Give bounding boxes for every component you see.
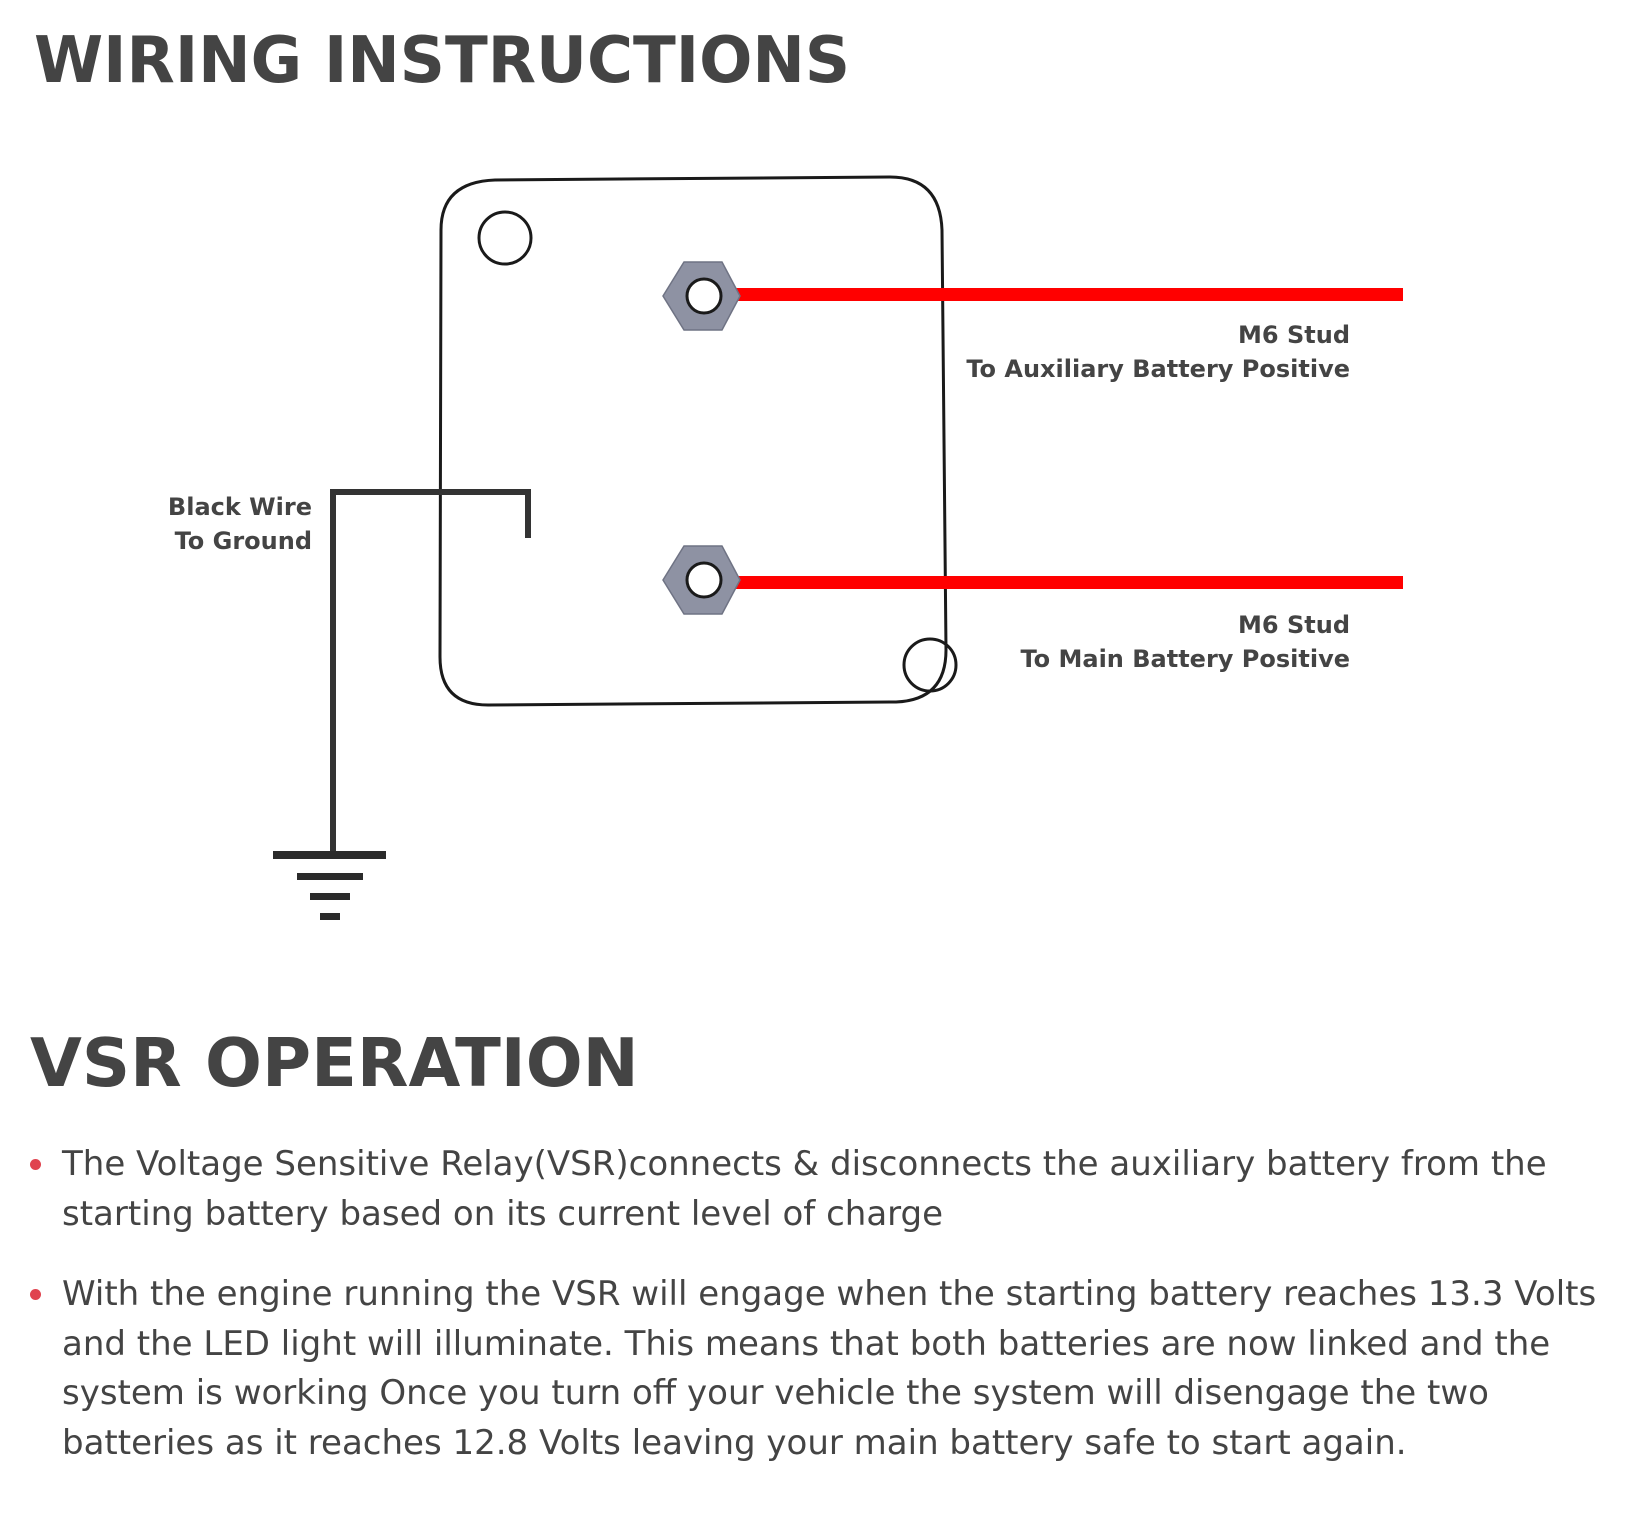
- aux-stud-label-line1: M6 Stud: [1238, 321, 1350, 349]
- bullet-dot-icon: [30, 1159, 41, 1170]
- aux-stud-label-line2: To Auxiliary Battery Positive: [966, 355, 1350, 383]
- ground-wire-label-line1: Black Wire: [167, 493, 312, 521]
- vsr-operation-heading: VSR OPERATION: [30, 1024, 639, 1102]
- mounting-hole-bottom-right: [902, 637, 958, 693]
- main-stud-label-line1: M6 Stud: [1238, 611, 1350, 639]
- ground-symbol-icon: [273, 851, 386, 920]
- m6-stud-nut-main: [662, 545, 741, 615]
- bullet-text: The Voltage Sensitive Relay(VSR)connects…: [62, 1144, 1547, 1234]
- main-battery-wire: [735, 576, 1403, 589]
- main-stud-label: M6 Stud To Main Battery Positive: [1020, 608, 1350, 676]
- ground-wire: [330, 489, 531, 855]
- bullet-item: The Voltage Sensitive Relay(VSR)connects…: [30, 1140, 1600, 1239]
- wiring-instructions-heading: WIRING INSTRUCTIONS: [34, 24, 851, 98]
- bullet-item: With the engine running the VSR will eng…: [30, 1270, 1600, 1468]
- mounting-hole-top-left: [477, 210, 533, 266]
- main-stud-label-line2: To Main Battery Positive: [1020, 645, 1350, 673]
- m6-stud-nut-aux: [662, 261, 741, 331]
- wiring-diagram: [273, 175, 1403, 920]
- ground-wire-label: Black Wire To Ground: [168, 490, 312, 558]
- bullet-dot-icon: [30, 1289, 41, 1300]
- relay-body: [438, 175, 948, 707]
- bullet-text: With the engine running the VSR will eng…: [62, 1274, 1597, 1463]
- aux-stud-label: M6 Stud To Auxiliary Battery Positive: [966, 318, 1350, 386]
- aux-battery-wire: [735, 288, 1403, 301]
- ground-wire-label-line2: To Ground: [174, 527, 312, 555]
- operation-bullet-list: The Voltage Sensitive Relay(VSR)connects…: [30, 1140, 1600, 1499]
